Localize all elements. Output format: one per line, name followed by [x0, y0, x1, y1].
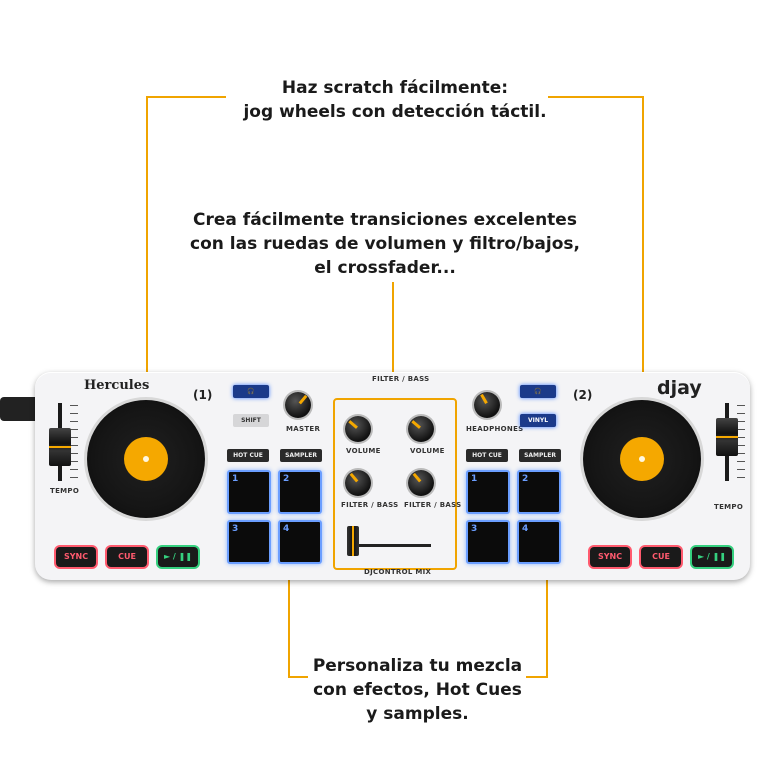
right-tempo-ticks: [737, 405, 745, 485]
deck-1-label: (1): [193, 388, 213, 402]
left-cue-button[interactable]: CUE: [107, 547, 147, 567]
right-pad-1[interactable]: 1: [466, 470, 510, 514]
jog-callout-line1: Haz scratch fácilmente:: [281, 78, 509, 98]
right-play-pause-button[interactable]: ► / ❚❚: [692, 547, 732, 567]
model-label: DJCONTROL MIX: [364, 568, 432, 576]
left-volume-knob[interactable]: [345, 416, 371, 442]
jog-leader-left-v: [146, 96, 148, 396]
headphones-knob[interactable]: [474, 392, 500, 418]
right-tempo-fader[interactable]: [716, 418, 738, 456]
right-volume-label: VOLUME: [410, 447, 445, 455]
pad-number: 4: [283, 524, 290, 534]
crossfader[interactable]: [345, 526, 441, 564]
headphones-label: HEADPHONES: [466, 425, 524, 433]
left-pad-3[interactable]: 3: [227, 520, 271, 564]
right-tempo-label: TEMPO: [714, 503, 744, 511]
mixer-section: [333, 398, 457, 570]
left-pad-4[interactable]: 4: [278, 520, 322, 564]
left-jog-wheel[interactable]: [87, 400, 205, 518]
right-filter-label: FILTER / BASS: [404, 501, 462, 509]
left-play-pause-button[interactable]: ► / ❚❚: [158, 547, 198, 567]
crossfader-track: [355, 544, 431, 547]
right-hot-cue-button[interactable]: HOT CUE: [466, 449, 508, 462]
pad-number: 3: [471, 524, 478, 534]
master-label: MASTER: [286, 425, 321, 433]
pad-number: 1: [232, 474, 239, 484]
hercules-logo: Hercules: [84, 378, 150, 393]
pad-number: 1: [471, 474, 478, 484]
pad-number: 2: [522, 474, 529, 484]
left-jog-dot: [143, 456, 149, 462]
right-pad-3[interactable]: 3: [466, 520, 510, 564]
jog-callout: Haz scratch fácilmente: jog wheels con d…: [230, 76, 560, 124]
left-tempo-ticks: [70, 405, 78, 485]
left-filter-label: FILTER / BASS: [341, 501, 399, 509]
mixer-callout: Crea fácilmente transiciones excelentes …: [175, 208, 595, 280]
pads-leader-left-h: [288, 676, 308, 678]
mixer-callout-line2: con las ruedas de volumen y filtro/bajos…: [190, 234, 580, 254]
djay-logo: djay: [657, 377, 702, 399]
right-pad-4[interactable]: 4: [517, 520, 561, 564]
left-headphone-cue-button[interactable]: 🎧: [233, 385, 269, 398]
right-jog-wheel[interactable]: [583, 400, 701, 518]
jog-leader-right-v: [642, 96, 644, 396]
pads-callout-line3: y samples.: [366, 704, 469, 724]
left-hot-cue-button[interactable]: HOT CUE: [227, 449, 269, 462]
right-headphone-cue-button[interactable]: 🎧: [520, 385, 556, 398]
right-volume-knob[interactable]: [408, 416, 434, 442]
pads-callout-line2: con efectos, Hot Cues: [313, 680, 522, 700]
left-filter-knob[interactable]: [345, 470, 371, 496]
right-sampler-button[interactable]: SAMPLER: [519, 449, 561, 462]
left-tempo-fader[interactable]: [49, 428, 71, 466]
mixer-leader: [392, 282, 394, 399]
right-jog-dot: [639, 456, 645, 462]
mixer-header-label: FILTER / BASS: [372, 375, 430, 383]
jog-callout-line2: jog wheels con detección táctil.: [243, 102, 547, 122]
left-tempo-label: TEMPO: [50, 487, 80, 495]
pad-number: 2: [283, 474, 290, 484]
usb-cable: [0, 397, 40, 421]
pads-callout: Personaliza tu mezcla con efectos, Hot C…: [300, 654, 535, 726]
pad-number: 4: [522, 524, 529, 534]
left-sync-button[interactable]: SYNC: [56, 547, 96, 567]
left-pad-1[interactable]: 1: [227, 470, 271, 514]
pads-leader-right-h: [526, 676, 548, 678]
right-cue-button[interactable]: CUE: [641, 547, 681, 567]
master-knob[interactable]: [285, 392, 311, 418]
left-sampler-button[interactable]: SAMPLER: [280, 449, 322, 462]
jog-leader-right-h: [548, 96, 644, 98]
left-volume-label: VOLUME: [346, 447, 381, 455]
mixer-callout-line1: Crea fácilmente transiciones excelentes: [193, 210, 577, 230]
right-filter-knob[interactable]: [408, 470, 434, 496]
right-pad-2[interactable]: 2: [517, 470, 561, 514]
shift-button[interactable]: SHIFT: [233, 414, 269, 427]
right-sync-button[interactable]: SYNC: [590, 547, 630, 567]
vinyl-button[interactable]: VINYL: [520, 414, 556, 427]
pad-number: 3: [232, 524, 239, 534]
jog-leader-left-h: [146, 96, 226, 98]
deck-2-label: (2): [573, 388, 593, 402]
mixer-callout-line3: el crossfader...: [314, 258, 456, 278]
pads-callout-line1: Personaliza tu mezcla: [312, 656, 523, 676]
crossfader-cap[interactable]: [347, 526, 359, 556]
left-pad-2[interactable]: 2: [278, 470, 322, 514]
